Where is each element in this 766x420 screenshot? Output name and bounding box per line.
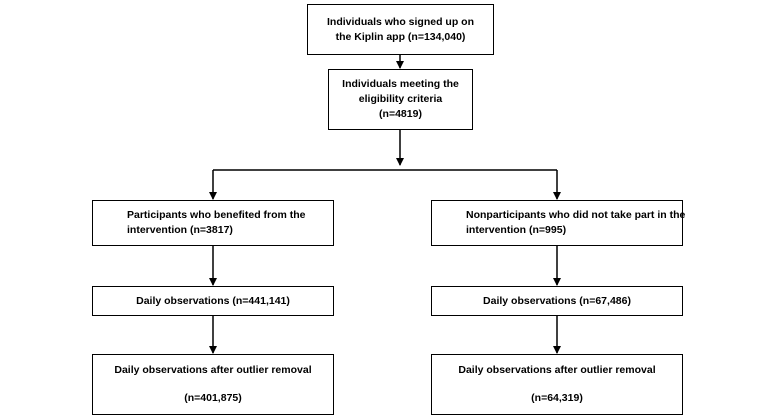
nonparticipants-box: Nonparticipants who did not take part in… <box>431 200 686 246</box>
signed-up-box: Individuals who signed up on the Kiplin … <box>307 4 494 55</box>
nonparticipants-daily-observations-box: Daily observations (n=67,486) <box>431 286 683 316</box>
signed-up-line-1: Individuals who signed up on <box>327 15 474 28</box>
eligibility-line-1: Individuals meeting the <box>342 78 459 90</box>
participants-outlier-removal-label: Daily observations after outlier removal <box>114 364 312 376</box>
participants-line-1: Participants who benefited from the <box>127 209 306 221</box>
eligibility-box: Individuals meeting the eligibility crit… <box>328 69 473 130</box>
participants-daily-observations: Daily observations (n=441,141) <box>136 294 290 307</box>
eligibility-line-2: eligibility criteria <box>358 93 443 105</box>
participants-daily-observations-box: Daily observations (n=441,141) <box>92 286 334 316</box>
participants-line-2: intervention (n=3817) <box>127 224 233 236</box>
participants-outlier-removal-count: (n=401,875) <box>184 392 242 404</box>
participants-outlier-removal-box: Daily observations after outlier removal… <box>92 354 334 415</box>
participants-box: Participants who benefited from the inte… <box>92 200 334 246</box>
nonparticipants-outlier-removal-label: Daily observations after outlier removal <box>458 364 656 376</box>
nonparticipants-daily-observations: Daily observations (n=67,486) <box>483 294 631 307</box>
eligibility-count: (n=4819) <box>379 108 422 120</box>
signed-up-line-2: the Kiplin app (n=134,040) <box>335 30 466 43</box>
nonparticipants-outlier-removal-count: (n=64,319) <box>531 392 583 404</box>
nonparticipants-line-1: Nonparticipants who did not take part in… <box>466 209 686 221</box>
nonparticipants-outlier-removal-box: Daily observations after outlier removal… <box>431 354 683 415</box>
nonparticipants-line-2: intervention (n=995) <box>466 224 567 236</box>
